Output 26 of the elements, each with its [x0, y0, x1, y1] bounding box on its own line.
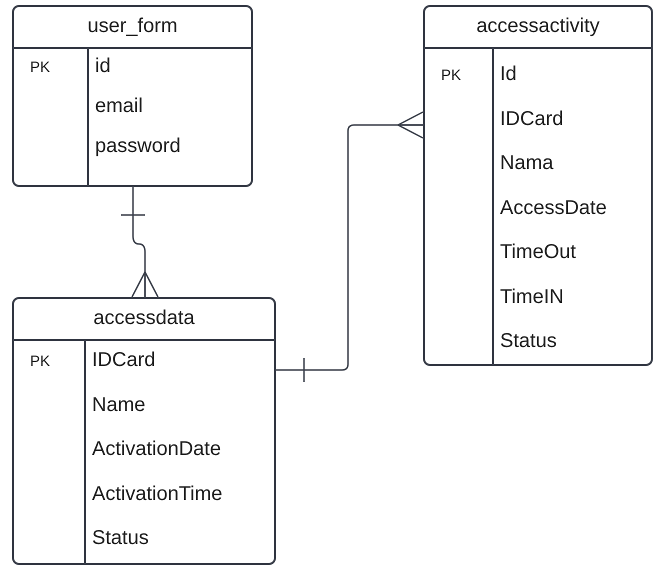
field-name: Name: [92, 394, 146, 416]
field-name: IDCard: [92, 349, 156, 372]
relationship-line: [120, 187, 159, 298]
table-title: user_form: [87, 15, 178, 38]
field-name: password: [95, 135, 181, 158]
table-title: accessactivity: [476, 15, 600, 38]
field-name: Nama: [500, 152, 554, 175]
entity-table: [423, 5, 653, 366]
field-name: Id: [500, 63, 517, 86]
field-name: email: [95, 95, 143, 118]
key-label: PK: [30, 353, 50, 370]
field-name: TimeOut: [500, 241, 576, 264]
field-name: Status: [500, 330, 557, 353]
table-title: accessdata: [93, 307, 195, 330]
entity-table: [12, 5, 253, 187]
field-name: AccessDate: [500, 196, 607, 220]
key-label: PK: [441, 67, 462, 84]
relationship-line: [276, 111, 424, 383]
field-name: ActivationDate: [92, 438, 221, 461]
entity-table: [12, 297, 276, 565]
field-name: ActivationTime: [92, 482, 222, 506]
key-label: PK: [30, 59, 50, 76]
field-name: Status: [92, 527, 149, 550]
field-name: id: [95, 55, 111, 78]
field-name: IDCard: [500, 108, 564, 130]
field-name: TimeIN: [500, 286, 564, 308]
